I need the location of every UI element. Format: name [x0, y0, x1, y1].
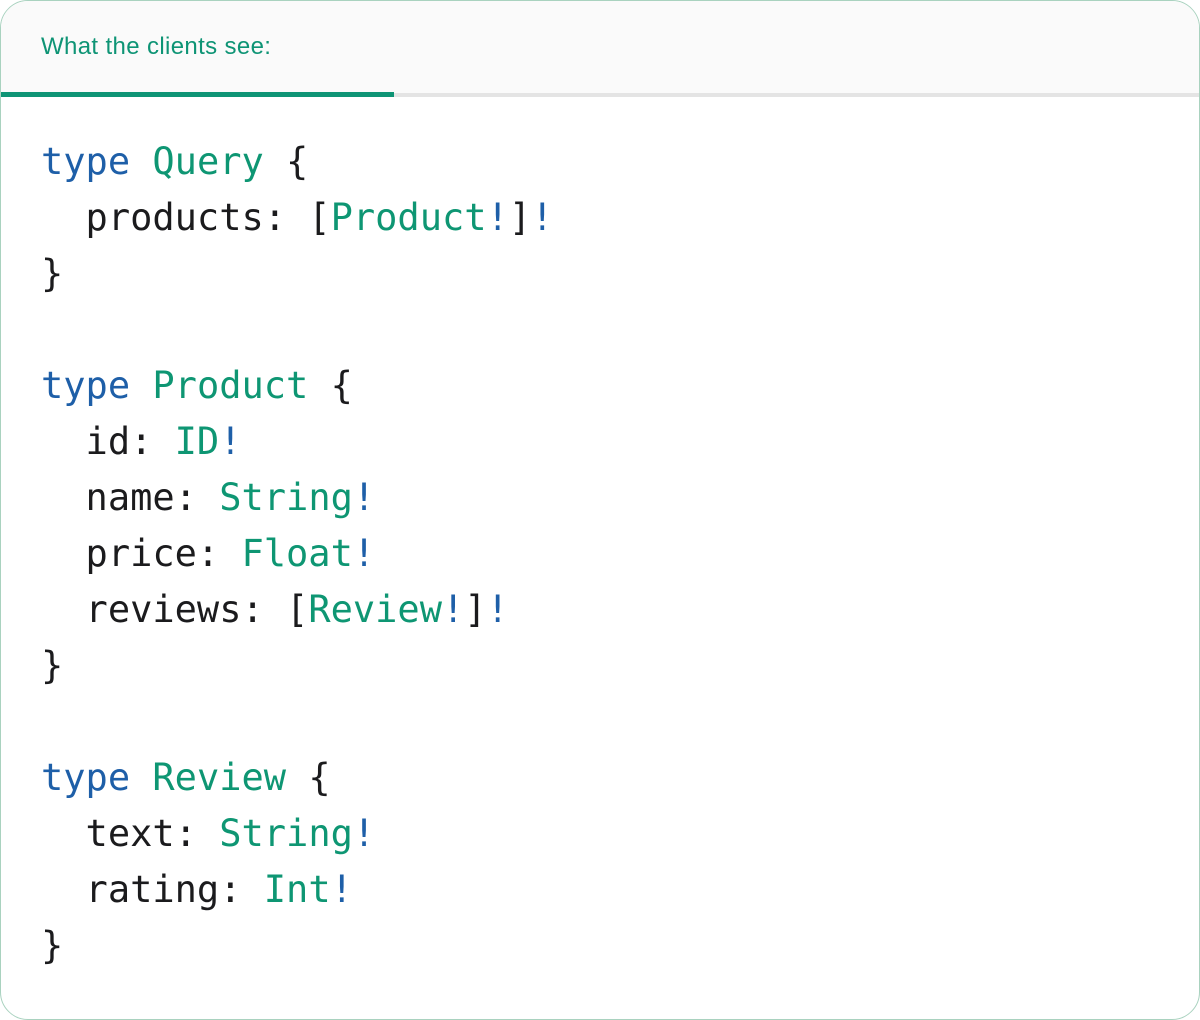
code-token-type-name: Product [330, 196, 487, 239]
code-token-keyword: type [41, 140, 131, 183]
code-line: } [41, 638, 1159, 694]
code-token-keyword: ! [531, 196, 554, 239]
code-token-plain: price: [41, 532, 242, 575]
code-token-plain: } [41, 924, 64, 967]
tab-label: What the clients see: [41, 33, 272, 60]
code-token-keyword: type [41, 756, 131, 799]
code-token-type-name: Product [152, 364, 309, 407]
code-token-plain [130, 756, 152, 799]
code-line: rating: Int! [41, 862, 1159, 918]
code-line [41, 302, 1159, 358]
tab-what-the-clients-see[interactable]: What the clients see: [1, 1, 394, 97]
code-token-keyword: ! [352, 532, 376, 575]
code-token-plain: { [263, 140, 309, 183]
code-line: } [41, 246, 1159, 302]
code-token-type-name: Float [241, 532, 353, 575]
tab-bar: What the clients see: [1, 1, 1199, 97]
code-token-type-name: String [219, 476, 353, 519]
code-token-plain: rating: [41, 868, 264, 911]
code-line: } [41, 918, 1159, 974]
code-line: name: String! [41, 470, 1159, 526]
code-line: id: ID! [41, 414, 1159, 470]
code-token-plain: ] [464, 588, 487, 631]
code-token-keyword: type [41, 364, 131, 407]
code-token-plain: { [286, 756, 331, 799]
code-line: type Query { [41, 134, 1159, 190]
code-token-type-name: Review [308, 588, 442, 631]
code-token-type-name: Int [263, 868, 331, 911]
code-token-type-name: Query [152, 140, 264, 183]
code-token-keyword: ! [441, 588, 465, 631]
code-line: price: Float! [41, 526, 1159, 582]
code-token-keyword: ! [219, 420, 242, 463]
code-token-plain: reviews: [ [41, 588, 309, 631]
code-token-plain: id: [41, 420, 175, 463]
code-line [41, 694, 1159, 750]
code-line: type Product { [41, 358, 1159, 414]
code-token-keyword: ! [352, 812, 376, 855]
code-token-plain: products: [ [41, 196, 331, 239]
code-block: type Query { products: [Product!]!} type… [1, 97, 1199, 974]
code-token-keyword: ! [486, 588, 509, 631]
code-token-type-name: String [219, 812, 353, 855]
active-tab-indicator [1, 92, 394, 97]
code-token-plain: } [41, 644, 64, 687]
code-token-plain: name: [41, 476, 220, 519]
code-token-plain: } [41, 252, 64, 295]
code-token-keyword: ! [330, 868, 353, 911]
code-token-plain: { [308, 364, 353, 407]
code-token-keyword: ! [352, 476, 376, 519]
code-token-plain: ] [508, 196, 532, 239]
code-token-plain: text: [41, 812, 220, 855]
code-line: text: String! [41, 806, 1159, 862]
code-token-type-name: Review [152, 756, 287, 799]
code-token-keyword: ! [486, 196, 509, 239]
code-token-plain [130, 140, 152, 183]
code-token-plain [130, 364, 152, 407]
code-line: type Review { [41, 750, 1159, 806]
code-line: reviews: [Review!]! [41, 582, 1159, 638]
code-token-type-name: ID [174, 420, 220, 463]
code-line: products: [Product!]! [41, 190, 1159, 246]
